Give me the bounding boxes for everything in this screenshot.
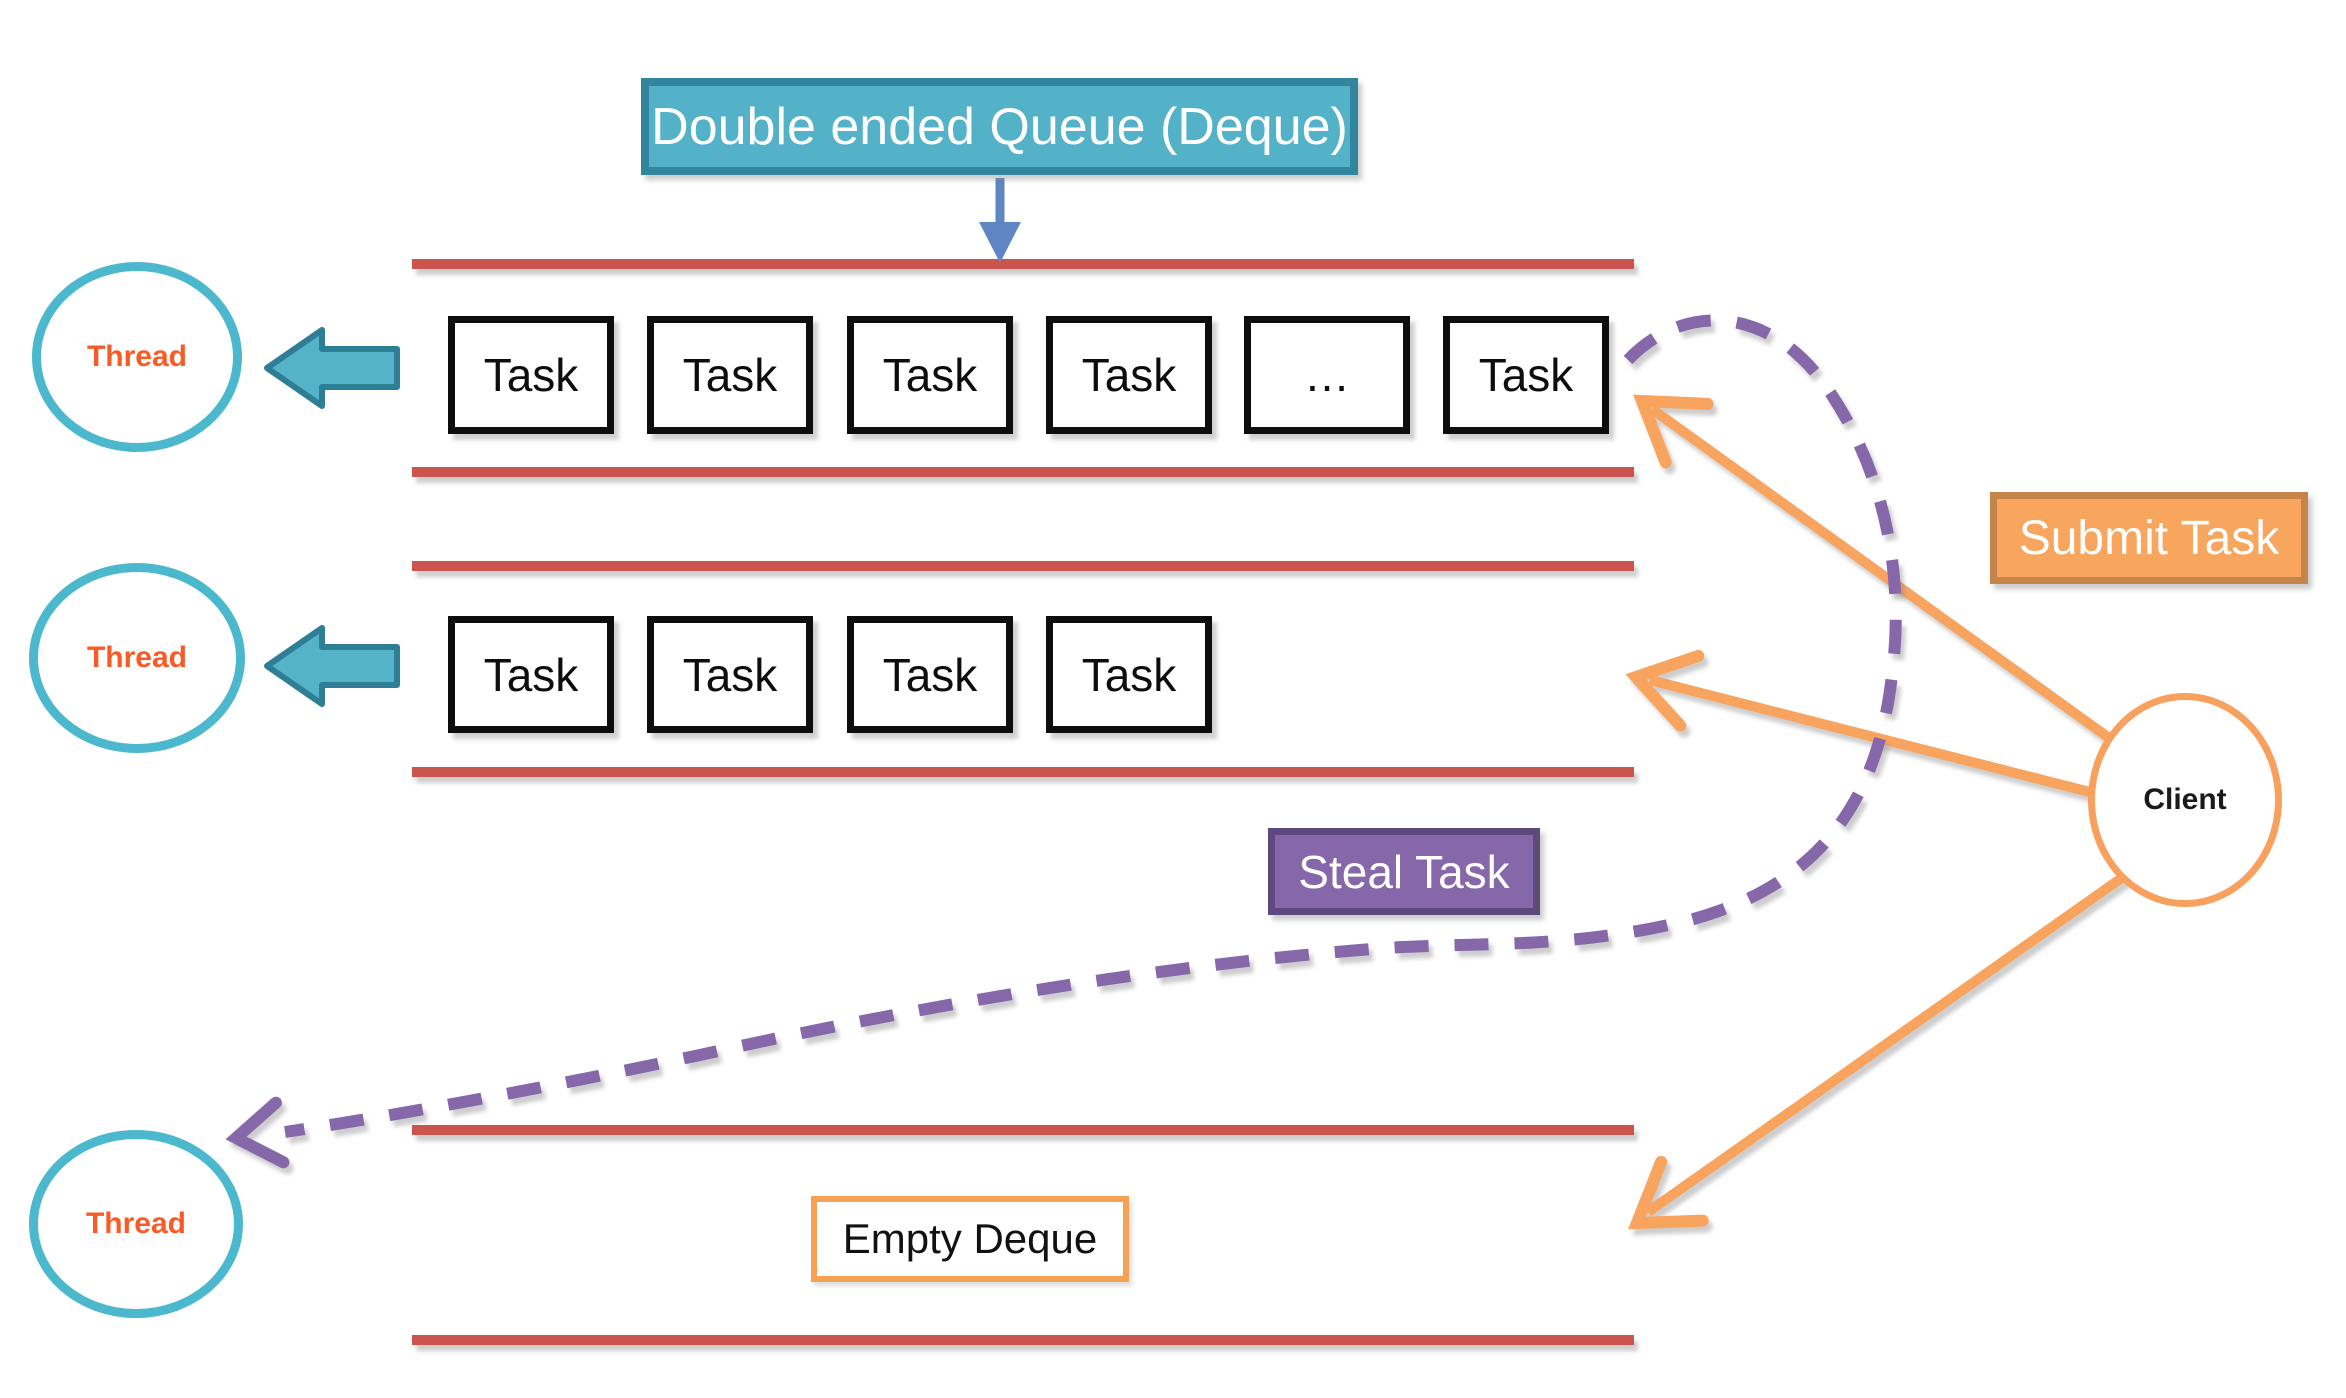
- submit-arrow-to-deque1: [1633, 394, 2115, 745]
- thread1-take-arrow: [264, 327, 400, 409]
- deque1-task-1: Task: [448, 316, 614, 434]
- deque-rails: [412, 259, 1634, 1345]
- deque1-ellipsis-box: …: [1244, 316, 1410, 434]
- task-text: Task: [483, 648, 579, 701]
- empty-deque-label: Empty Deque: [811, 1196, 1129, 1282]
- deque-pointer-arrow: [979, 178, 1021, 263]
- empty-deque-text: Empty Deque: [842, 1215, 1098, 1262]
- thread2-circle: Thread: [29, 563, 245, 753]
- steal-task-label: Steal Task: [1268, 828, 1540, 915]
- thread3-text: Thread: [85, 1207, 187, 1240]
- deque1-task-6: Task: [1443, 316, 1609, 434]
- task-text: Task: [882, 349, 978, 401]
- deque2-task-2: Task: [647, 616, 813, 733]
- deque2-task-4: Task: [1046, 616, 1212, 733]
- deque2-task-3: Task: [847, 616, 1013, 733]
- deque1-task-3: Task: [847, 316, 1013, 434]
- deque1-task-4: Task: [1046, 316, 1212, 434]
- submit-arrow-to-deque2: [1625, 649, 2092, 797]
- client-circle: Client: [2088, 693, 2282, 907]
- deque1-task-2: Task: [647, 316, 813, 434]
- task-text: Task: [682, 349, 778, 401]
- deque-title-text: Double ended Queue (Deque): [651, 97, 1348, 156]
- steal-arrow: [225, 314, 1902, 1169]
- submit-task-text: Submit Task: [2018, 511, 2280, 565]
- thread3-circle: Thread: [29, 1130, 243, 1318]
- submit-task-label: Submit Task: [1990, 492, 2308, 584]
- task-text: Task: [682, 648, 778, 701]
- thread2-text: Thread: [86, 641, 188, 674]
- client-text: Client: [2143, 783, 2227, 816]
- task-text: Task: [1081, 349, 1177, 401]
- task-text: Task: [1081, 648, 1177, 701]
- task-text: Task: [1478, 349, 1574, 401]
- deque-title-label: Double ended Queue (Deque): [641, 78, 1358, 175]
- thread1-circle: Thread: [32, 262, 242, 452]
- ellipsis-text: …: [1304, 349, 1350, 401]
- task-text: Task: [882, 648, 978, 701]
- steal-task-text: Steal Task: [1298, 845, 1510, 898]
- thread1-text: Thread: [86, 340, 188, 373]
- submit-arrow-to-deque3: [1628, 867, 2133, 1230]
- task-text: Task: [483, 349, 579, 401]
- deque2-task-1: Task: [448, 616, 614, 733]
- thread2-take-arrow: [264, 625, 400, 707]
